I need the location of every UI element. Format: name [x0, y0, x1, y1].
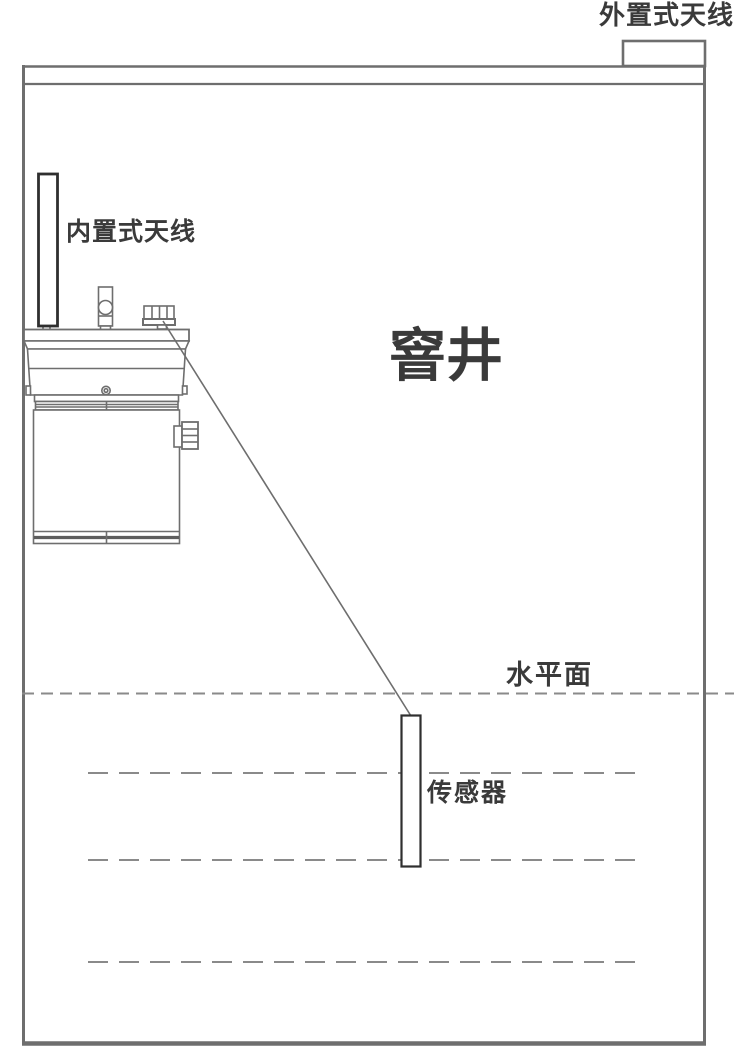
device-upper-body [26, 348, 187, 396]
cable-gland-shape [142, 305, 176, 330]
vent-fitting-shape [97, 286, 114, 332]
side-port-shape [173, 421, 199, 450]
sensor-shape [400, 714, 422, 868]
well-outline [22, 65, 706, 1046]
external-antenna-shape [621, 39, 707, 68]
well-label: 窨井 [389, 324, 503, 388]
device-collar [22, 340, 191, 350]
internal-antenna-label: 内置式天线 [66, 218, 197, 246]
water-surface-label: 水平面 [506, 660, 593, 690]
device-canister [32, 409, 181, 545]
sensor-cable-line [162, 320, 412, 717]
depth-lines [88, 772, 645, 963]
internal-antenna-shape [37, 172, 59, 328]
external-antenna-label: 外置式天线 [598, 0, 734, 30]
device-top-plate [23, 328, 190, 342]
sensor-label: 传感器 [427, 779, 509, 807]
device-step-band [33, 394, 180, 403]
